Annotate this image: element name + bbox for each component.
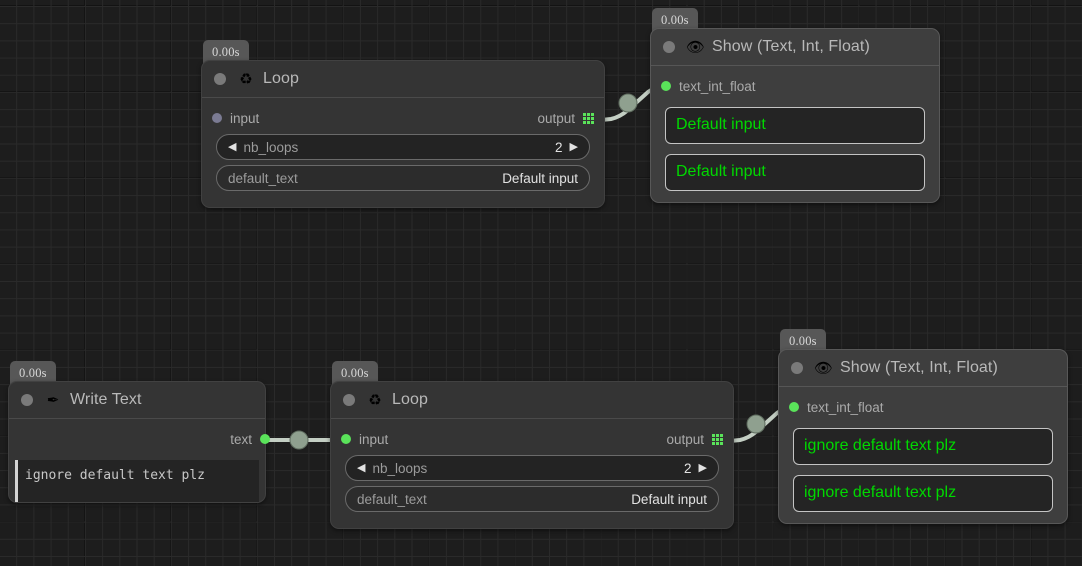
display-value-box: ignore default text plz [793,475,1053,512]
input-port-dot[interactable] [661,81,671,91]
stepper-decrement-icon[interactable]: ◀ [228,140,237,153]
input-port-dot[interactable] [789,402,799,412]
node-body: input output ◀ nb_loops 2 ▶ default_text… [331,419,733,528]
port-row: text_int_float [661,75,929,97]
node-title: Loop [392,391,428,408]
node-header[interactable]: 👁 Show (Text, Int, Float) [779,350,1067,387]
input-port-label: input [230,110,260,126]
node-body: text ignore default text plz [9,419,270,502]
node-show-bot[interactable]: 👁 Show (Text, Int, Float) text_int_float… [778,349,1068,524]
field-default-text[interactable]: default_text Default input [216,165,590,191]
field-value: 2 [555,139,563,155]
display-value-box: Default input [665,107,925,144]
node-write-text[interactable]: ✒ Write Text text ignore default text pl… [8,381,270,503]
recycle-icon: ♻ [368,391,382,409]
output-port-label: output [537,110,575,126]
pen-nib-icon: ✒ [46,391,60,409]
stepper-increment-icon[interactable]: ▶ [569,140,578,153]
node-status-dot[interactable] [791,362,803,374]
node-header[interactable]: ♻ Loop [202,61,604,98]
field-nb-loops-stepper[interactable]: ◀ nb_loops 2 ▶ [216,134,590,160]
node-header[interactable]: ✒ Write Text [9,382,265,419]
node-loop-bot[interactable]: ♻ Loop input output ◀ nb_loops 2 ▶ de [330,381,734,529]
stepper-increment-icon[interactable]: ▶ [698,461,707,474]
port-row: text [15,428,270,450]
node-title: Show (Text, Int, Float) [712,38,870,55]
display-value-box: ignore default text plz [793,428,1053,465]
node-status-dot[interactable] [663,41,675,53]
field-label: nb_loops [243,139,299,155]
node-body: text_int_float ignore default text plz i… [779,387,1067,523]
field-value: Default input [631,491,707,507]
edge-midpoint-handle[interactable] [746,414,766,434]
field-value: Default input [502,170,578,186]
output-port-label: output [666,431,704,447]
field-label: default_text [228,170,298,186]
input-port-dot[interactable] [341,434,351,444]
node-header[interactable]: ♻ Loop [331,382,733,419]
node-body: input output ◀ nb_loops 2 ▶ default_text… [202,98,604,207]
node-title: Loop [263,70,299,87]
input-port-label: input [359,431,389,447]
edge-write-text-to-loop-bot[interactable] [260,430,340,450]
output-grid-port-icon[interactable] [712,433,723,445]
node-status-dot[interactable] [214,73,226,85]
field-value: 2 [684,460,692,476]
port-row: input output [212,107,594,129]
node-header[interactable]: 👁 Show (Text, Int, Float) [651,29,939,66]
display-value-box: Default input [665,154,925,191]
input-port-dot[interactable] [212,113,222,123]
output-port-label: text [230,431,252,447]
input-port-label: text_int_float [807,399,884,415]
stepper-decrement-icon[interactable]: ◀ [357,461,366,474]
eye-icon: 👁 [814,359,834,377]
node-body: text_int_float Default input Default inp… [651,66,939,202]
text-input-area[interactable]: ignore default text plz [15,460,259,502]
eye-icon: 👁 [686,38,706,56]
node-status-dot[interactable] [343,394,355,406]
field-label: default_text [357,491,427,507]
edge-midpoint-handle[interactable] [618,93,638,113]
node-show-top[interactable]: 👁 Show (Text, Int, Float) text_int_float… [650,28,940,203]
port-row: text_int_float [789,396,1057,418]
node-loop-top[interactable]: ♻ Loop input output ◀ nb_loops 2 ▶ de [201,60,605,208]
edge-midpoint-handle[interactable] [289,430,309,450]
recycle-icon: ♻ [239,70,253,88]
node-title: Show (Text, Int, Float) [840,359,998,376]
port-row: input output [341,428,723,450]
input-port-label: text_int_float [679,78,756,94]
output-grid-port-icon[interactable] [583,112,594,124]
output-port-dot[interactable] [260,434,270,444]
field-label: nb_loops [372,460,428,476]
field-nb-loops-stepper[interactable]: ◀ nb_loops 2 ▶ [345,455,719,481]
field-default-text[interactable]: default_text Default input [345,486,719,512]
node-title: Write Text [70,391,142,408]
node-status-dot[interactable] [21,394,33,406]
